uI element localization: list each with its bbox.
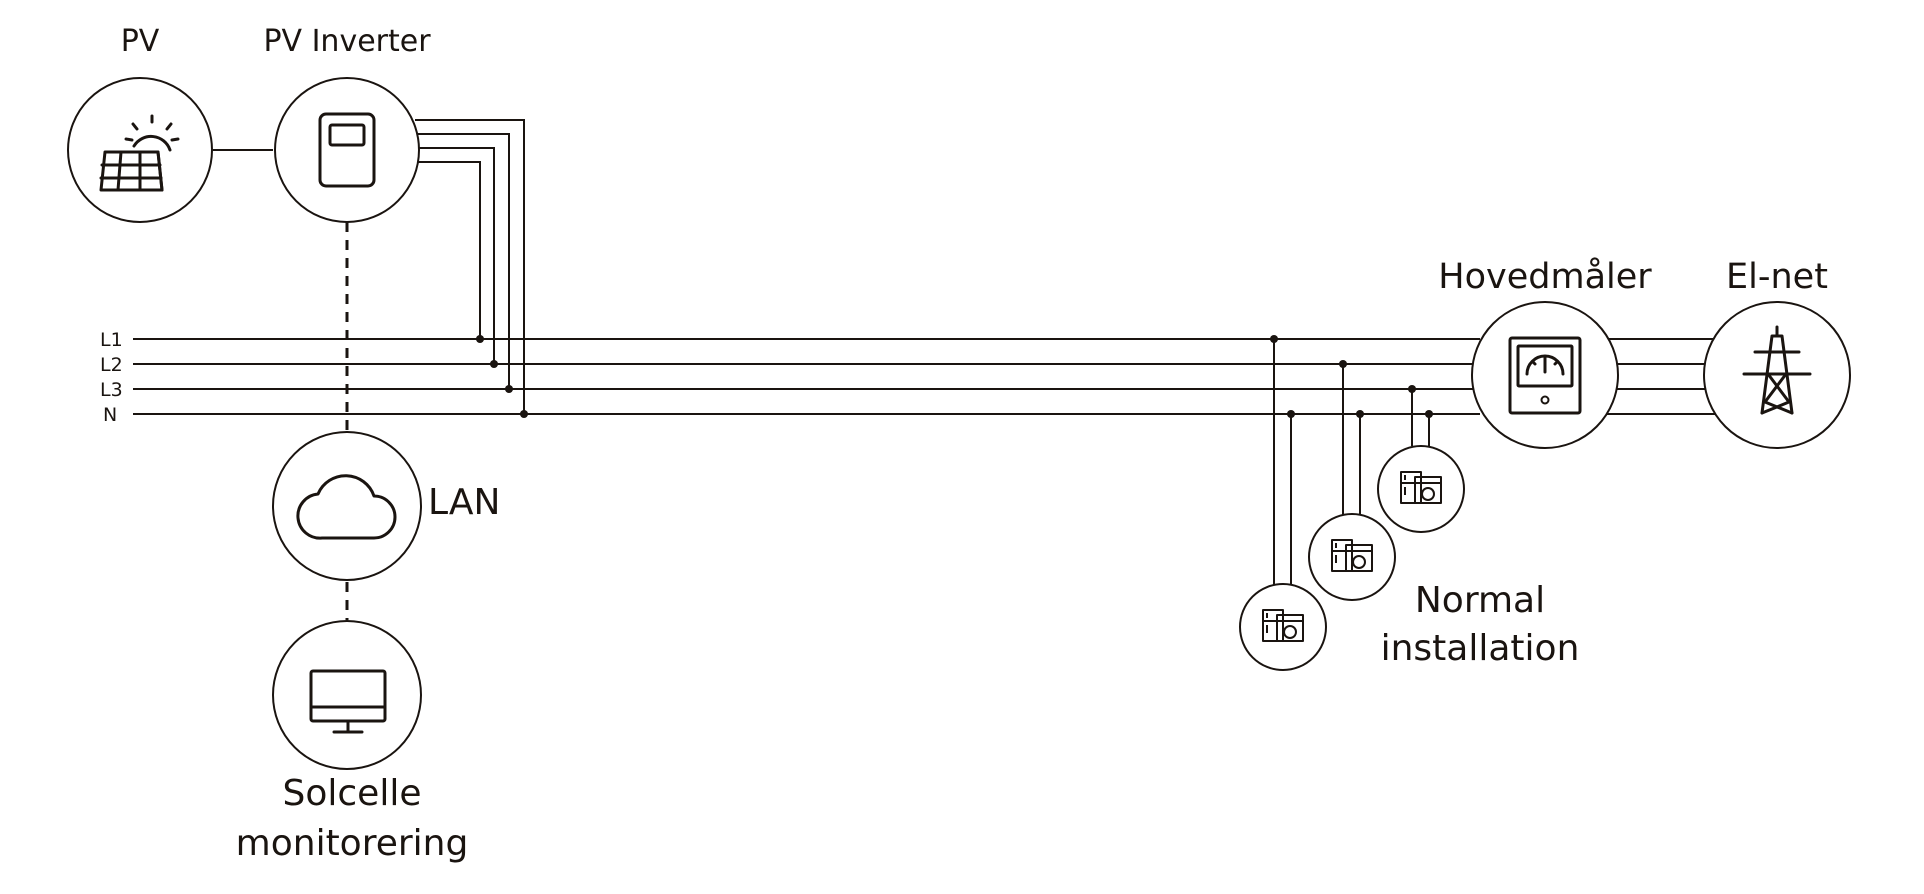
inverter-wires (415, 119, 525, 414)
appliances-icon (1400, 471, 1442, 504)
label-normal-installation-line1: Normal (1415, 580, 1545, 621)
appliance-node-1 (1239, 583, 1327, 671)
meter-grid-lines (1606, 338, 1716, 415)
monitor-icon (309, 669, 387, 734)
label-pv-inverter: PV Inverter (263, 24, 431, 59)
meter-node (1471, 301, 1619, 449)
pv-node (67, 77, 213, 223)
label-pv: PV (121, 24, 160, 59)
bus-label-l2: L2 (100, 354, 123, 376)
label-lan: LAN (428, 482, 500, 523)
appliance-node-2 (1308, 513, 1396, 601)
power-pylon-icon (1742, 325, 1812, 415)
junction-dots (476, 335, 1433, 418)
bus-label-n: N (103, 404, 117, 426)
electricity-meter-icon (1508, 336, 1582, 415)
lan-node (272, 431, 422, 581)
bus-lines (133, 338, 1480, 415)
label-solcelle-line1: Solcelle (283, 773, 422, 814)
appliance-node-3 (1377, 445, 1465, 533)
bus-label-l3: L3 (100, 379, 123, 401)
bus-line-labels: L1 L2 L3 N (100, 329, 123, 426)
cloud-icon (296, 474, 397, 540)
solar-panel-sun-icon (99, 114, 180, 192)
grid-node (1703, 301, 1851, 449)
label-solcelle-line2: monitorering (236, 823, 469, 864)
appliances-icon (1331, 539, 1373, 572)
appliance-wires (1273, 339, 1430, 585)
monitor-node (272, 620, 422, 770)
inverter-icon (318, 112, 376, 188)
appliances-icon (1262, 609, 1304, 642)
inverter-node (274, 77, 420, 223)
label-hovedmaler: Hovedmåler (1438, 256, 1652, 297)
bus-label-l1: L1 (100, 329, 123, 351)
label-normal-installation-line2: installation (1381, 628, 1580, 669)
label-el-net: El-net (1726, 257, 1828, 297)
